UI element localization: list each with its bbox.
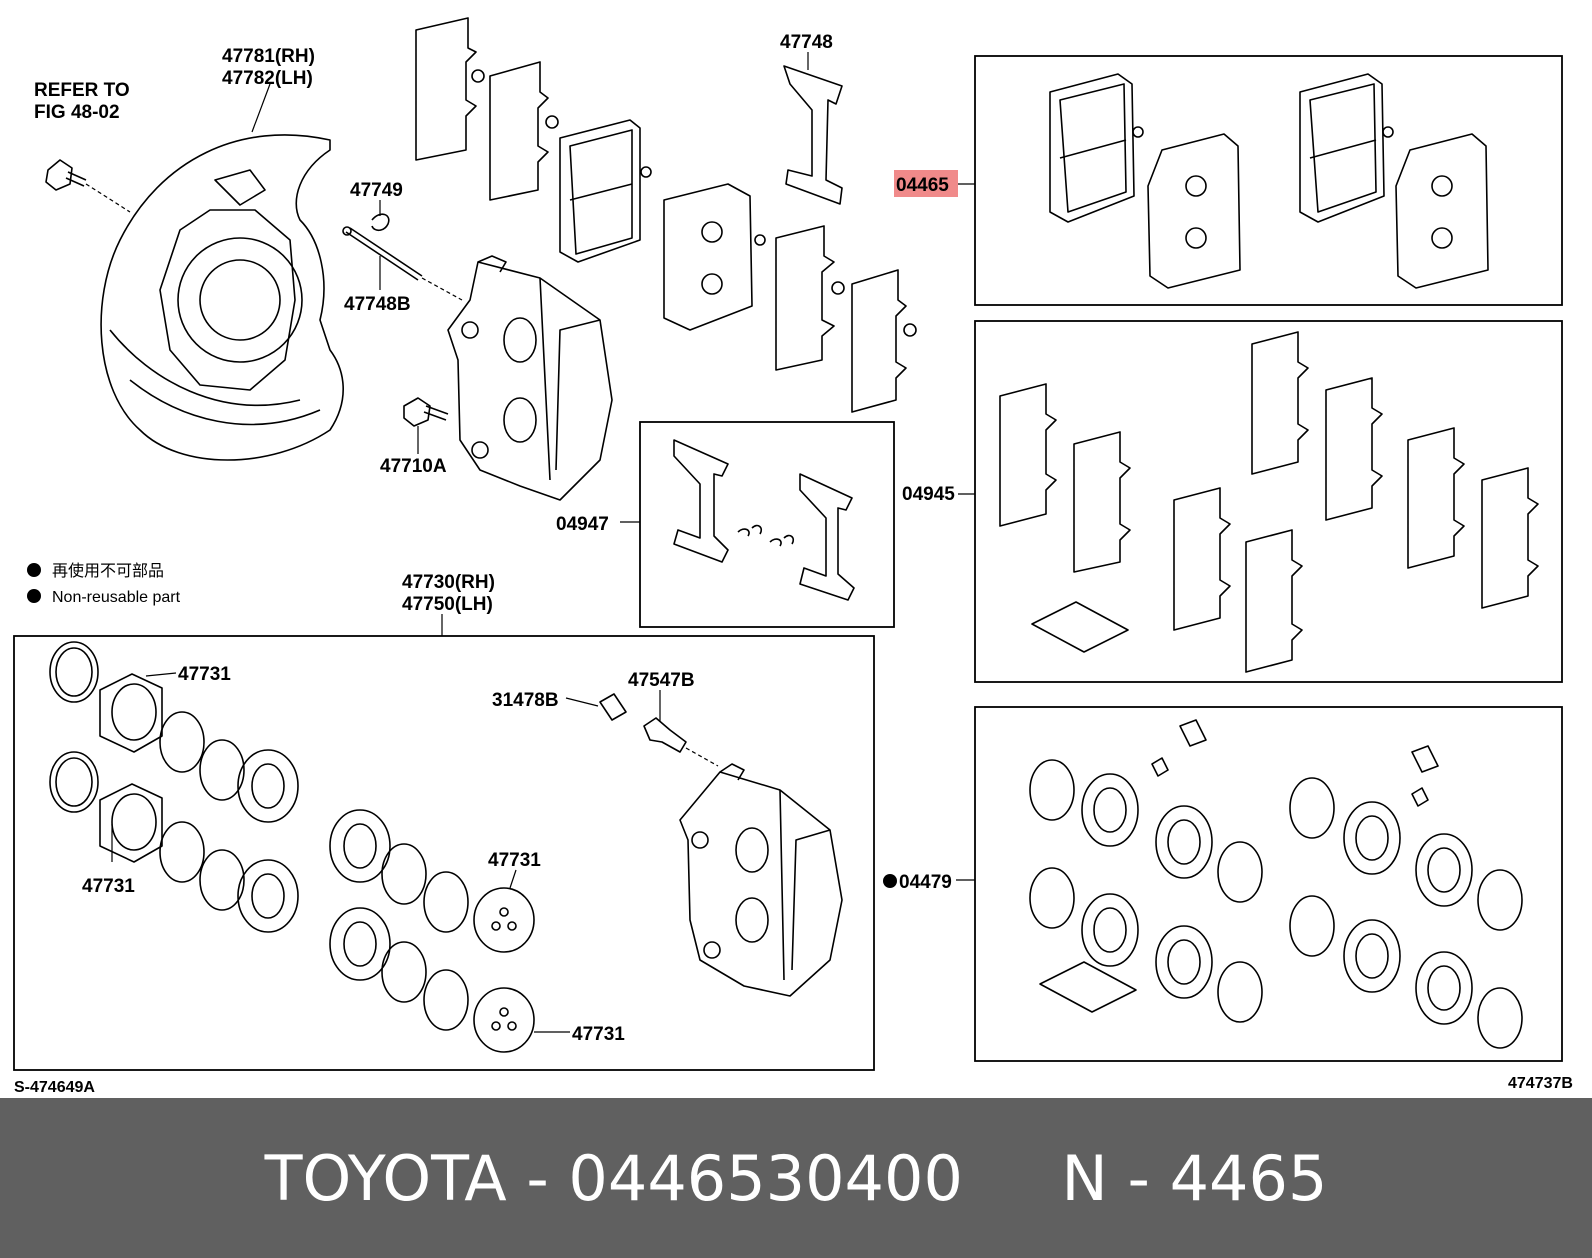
label-47748: 47748 [780, 32, 833, 53]
label-47731-b: 47731 [82, 876, 135, 897]
mounting-bolt [45, 159, 131, 213]
shim-upper-4 [851, 269, 917, 413]
dust-shield [100, 134, 344, 461]
legend-dot-1 [27, 563, 41, 577]
caliper-seals-left [49, 641, 299, 933]
legend-line1: 再使用不可部品 [52, 562, 164, 580]
repair-kit-contents [1029, 719, 1523, 1049]
label-31478b: 31478B [492, 690, 559, 711]
pad-kit-contents [1049, 73, 1489, 289]
pad-kit-box [974, 55, 1563, 306]
label-47748b: 47748B [344, 294, 411, 315]
label-47547b: 47547B [628, 670, 695, 691]
shim-upper-2 [489, 61, 559, 201]
caliper-lower [679, 763, 843, 997]
label-04945: 04945 [902, 484, 955, 505]
spring-kit-contents [673, 439, 855, 601]
label-47710a: 47710A [380, 456, 447, 477]
label-04947: 04947 [556, 514, 609, 535]
lead-31478b [565, 697, 599, 707]
repair-kit-box [974, 706, 1563, 1062]
label-ref-right: 474737B [1508, 1075, 1573, 1092]
label-04479: 04479 [899, 872, 952, 893]
label-shield-rh: 47781(RH) [222, 46, 315, 67]
bleeder-cap [599, 693, 627, 721]
lead-shield [251, 83, 271, 133]
shim-kit-box [974, 320, 1563, 683]
shim-upper-3 [775, 225, 845, 371]
legend-line2: Non-reusable part [52, 589, 181, 606]
label-47731-a: 47731 [178, 664, 231, 685]
label-caliper-rh: 47730(RH) [402, 572, 495, 593]
label-shield-lh: 47782(LH) [222, 68, 313, 89]
shim-kit-contents [999, 331, 1539, 673]
label-refer-line2: FIG 48-02 [34, 102, 120, 123]
clip-47749 [371, 213, 390, 232]
footer-banner: TOYOTA - 0446530400 N - 4465 [0, 1098, 1592, 1258]
spring-kit-box [639, 421, 895, 628]
pad-kit-highlight [894, 170, 958, 197]
lead-47731-c [509, 869, 517, 889]
label-47749: 47749 [350, 180, 403, 201]
caliper-box [13, 635, 875, 1071]
caliper-upper [447, 255, 613, 501]
label-ref-left: S-474649A [14, 1079, 95, 1096]
pad-upper-1 [559, 119, 652, 263]
label-04465: 04465 [896, 175, 949, 196]
bolt-47710a [403, 397, 449, 427]
non-reusable-dot-04479 [883, 874, 897, 888]
label-47731-d: 47731 [572, 1024, 625, 1045]
label-47731-c: 47731 [488, 850, 541, 871]
label-refer-line1: REFER TO [34, 80, 130, 101]
pad-upper-2 [663, 183, 766, 331]
shim-upper-1 [415, 17, 485, 161]
label-caliper-lh: 47750(LH) [402, 594, 493, 615]
lead-47731-a [145, 672, 177, 677]
footer-part-number: TOYOTA - 0446530400 N - 4465 [264, 1141, 1328, 1215]
parts-diagram: REFER TO FIG 48-02 47781(RH) 47782(LH) 4… [13, 17, 1573, 1096]
spring-47748 [783, 65, 843, 205]
legend-dot-2 [27, 589, 41, 603]
bleeder-plug [643, 717, 719, 767]
pin-47748b [342, 226, 463, 301]
caliper-seals-middle [329, 809, 535, 1053]
